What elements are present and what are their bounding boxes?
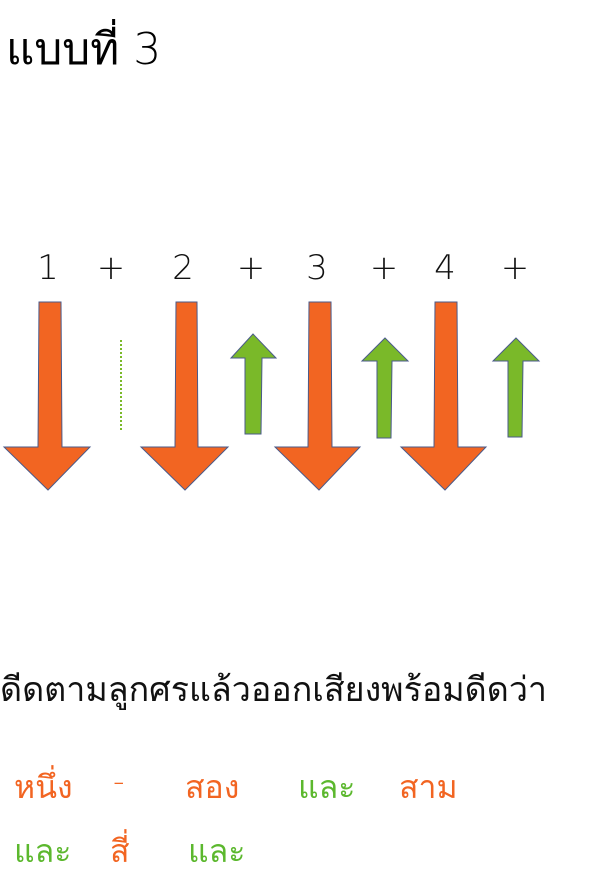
beat-label-plus-4: + — [500, 248, 530, 288]
word-song: สอง — [185, 768, 240, 806]
up-arrow-icon — [491, 337, 541, 438]
up-arrow-icon — [229, 333, 278, 435]
word-si: สี่ — [110, 832, 130, 870]
down-arrow-icon — [399, 301, 488, 491]
word-dash: - — [113, 762, 125, 800]
down-arrow-icon — [2, 301, 92, 491]
instruction-text: ดีดตามลูกศรแล้วออกเสียงพร้อมดีดว่า — [0, 670, 548, 710]
beat-label-4: 4 — [434, 248, 456, 288]
beat-label-3: 3 — [306, 248, 328, 288]
beat-label-plus-3: + — [369, 248, 399, 288]
word-lae-1: และ — [298, 768, 356, 806]
down-arrow-icon — [139, 301, 230, 491]
word-sam: สาม — [399, 768, 458, 806]
down-arrow-icon — [273, 301, 362, 491]
beat-label-1: 1 — [37, 248, 59, 288]
beat-label-2: 2 — [172, 248, 194, 288]
word-lae-2: และ — [14, 832, 72, 870]
beat-label-plus-2: + — [236, 248, 266, 288]
page-title: แบบที่ 3 — [6, 24, 162, 75]
word-neung: หนึ่ง — [14, 768, 73, 806]
beat-label-plus-1: + — [96, 248, 126, 288]
word-lae-3: และ — [188, 832, 246, 870]
up-arrow-icon — [360, 337, 410, 439]
